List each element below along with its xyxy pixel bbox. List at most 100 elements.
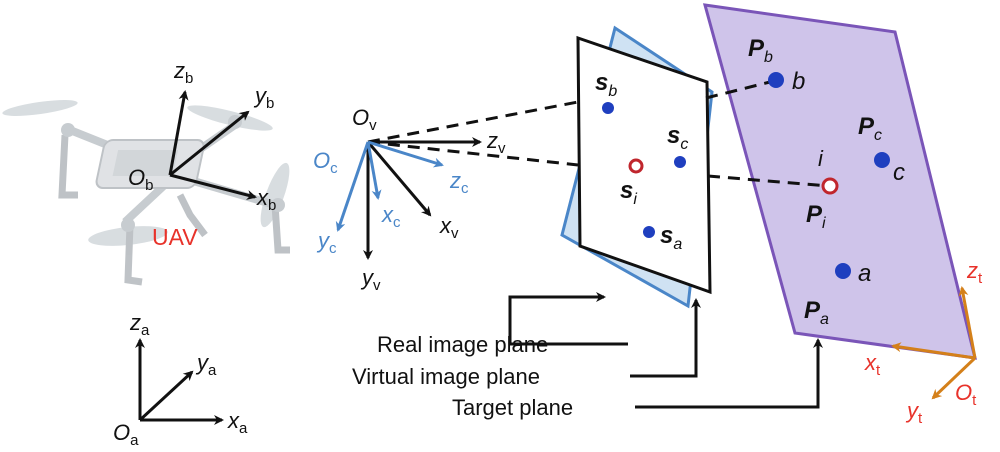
target-z-sub: t [978, 270, 983, 287]
svg-text:Oc: Oc [313, 148, 338, 177]
virtual-x-label: x [439, 213, 452, 238]
svg-text:Pb: Pb [748, 35, 773, 66]
svg-text:zc: zc [449, 168, 469, 197]
svg-text:xv: xv [439, 213, 459, 242]
virtual-y-label: y [360, 265, 375, 290]
target-x-sub: t [876, 362, 881, 379]
world-origin-sub: a [130, 432, 139, 449]
uav-body-axes: zb yb xb Ob [128, 58, 276, 214]
target-z-axis [958, 286, 977, 359]
camera-x-sub: c [393, 214, 401, 231]
camera-z-axis [367, 140, 444, 168]
world-y-sub: a [208, 362, 217, 379]
camera-y-sub: c [329, 240, 337, 257]
uav-z-label: z [173, 58, 185, 83]
svg-text:zb: zb [173, 58, 193, 87]
target-point-a [835, 263, 851, 279]
target-points: Pb b Pc c i Pi a Pa [748, 35, 905, 328]
world-x-sub: a [239, 420, 248, 437]
svg-text:sc: sc [667, 122, 688, 153]
world-axes: za ya xa Oa [113, 310, 248, 449]
uav-origin-sub: b [145, 177, 153, 194]
real-image-plane-label: Real image plane [377, 332, 548, 357]
svg-text:Ob: Ob [128, 165, 153, 194]
virtual-camera-axes: Ov zv xv yv [352, 105, 506, 294]
target-point-c [874, 152, 890, 168]
image-b-letter: s [595, 69, 608, 96]
target-origin-label: O [955, 380, 972, 405]
virtual-x-axis [366, 141, 432, 217]
uav-y-sub: b [266, 95, 274, 112]
uav-z-sub: b [185, 70, 193, 87]
virtual-origin-sub: v [369, 117, 377, 134]
target-x-axis [891, 342, 976, 360]
svg-text:Pc: Pc [858, 113, 882, 144]
target-point-i [821, 177, 839, 195]
image-point-c [674, 156, 686, 168]
camera-origin-sub: c [330, 160, 338, 177]
target-b-sub: b [764, 49, 773, 66]
svg-text:zt: zt [966, 258, 983, 287]
svg-text:yb: yb [253, 83, 274, 112]
uav-z-axis [168, 90, 189, 176]
callout-real-plane [508, 292, 628, 346]
svg-text:yv: yv [360, 265, 381, 294]
virtual-image-plane-label: Virtual image plane [352, 364, 540, 389]
image-points: sb sc si sa [595, 69, 688, 253]
svg-text:Ot: Ot [955, 380, 977, 409]
uav-y-label: y [253, 83, 268, 108]
world-y-label: y [195, 350, 210, 375]
svg-text:sb: sb [595, 69, 617, 100]
svg-text:Oa: Oa [113, 420, 139, 449]
target-y-label: y [905, 398, 920, 423]
svg-text:za: za [129, 310, 150, 339]
camera-z-sub: c [461, 180, 469, 197]
svg-text:xb: xb [256, 185, 276, 214]
propeller-front-left [2, 100, 78, 116]
world-origin-label: O [113, 420, 130, 445]
svg-text:xc: xc [381, 202, 401, 231]
camera-x-axis [366, 141, 382, 200]
target-plane-label: Target plane [452, 395, 573, 420]
image-b-sub: b [608, 83, 617, 100]
virtual-x-sub: v [451, 225, 459, 242]
target-x-label: x [864, 350, 877, 375]
camera-y-label: y [316, 228, 331, 253]
callout-target-plane [635, 338, 823, 409]
svg-text:sa: sa [660, 222, 682, 253]
target-i-sub: i [822, 215, 826, 232]
camera-y-axis [335, 141, 370, 232]
target-b-letter: P [748, 35, 765, 62]
target-b-label: b [792, 68, 805, 95]
image-a-letter: s [660, 222, 673, 249]
image-c-sub: c [680, 136, 688, 153]
target-c-sub: c [874, 127, 882, 144]
uav-y-axis [169, 110, 250, 177]
target-a-letter: P [804, 297, 821, 324]
target-a-label: a [858, 260, 871, 287]
target-c-label: c [893, 159, 905, 186]
image-c-letter: s [667, 122, 680, 149]
virtual-y-sub: v [373, 277, 381, 294]
target-a-sub: a [820, 311, 829, 328]
svg-text:xa: xa [227, 408, 248, 437]
camera-origin-label: O [313, 148, 330, 173]
propeller-rear-right [260, 162, 290, 228]
svg-text:zv: zv [486, 128, 506, 157]
image-point-b [602, 102, 614, 114]
real-camera-axes: Oc zc xc yc [313, 140, 469, 257]
virtual-origin-label: O [352, 105, 369, 130]
target-point-b [768, 72, 784, 88]
plane-callouts: Real image plane Virtual image plane Tar… [352, 292, 823, 420]
image-i-sub: i [633, 191, 637, 208]
target-axes: zt xt yt Ot [864, 258, 983, 427]
image-i-letter: s [620, 177, 633, 204]
world-z-sub: a [141, 322, 150, 339]
svg-text:yc: yc [316, 228, 337, 257]
svg-text:ya: ya [195, 350, 217, 379]
image-point-a [643, 226, 655, 238]
uav-label: UAV [152, 224, 198, 250]
target-i-letter: P [806, 201, 823, 228]
real-image-plane [576, 35, 712, 295]
